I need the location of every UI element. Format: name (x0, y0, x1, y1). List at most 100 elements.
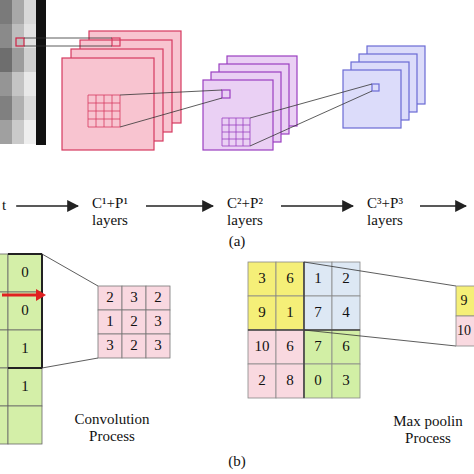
layer-label: C²+P² layers (219, 195, 271, 230)
pool-cell (248, 364, 276, 398)
layer-caption: C¹+P¹ layers (84, 195, 136, 230)
kernel-grid (120, 95, 121, 127)
panel-letter: (a) (229, 233, 246, 250)
output-cell (98, 286, 122, 310)
receptive-field (112, 38, 120, 46)
feature-map (343, 70, 401, 128)
input-pixel (0, 120, 12, 144)
output-cell (146, 334, 170, 358)
pool-cell (248, 330, 276, 364)
input-cell (8, 406, 42, 444)
slide-arrow (2, 294, 40, 297)
output-cell (98, 310, 122, 334)
flow-arrow (281, 205, 353, 207)
input-pixel (0, 96, 12, 120)
output-cell (122, 334, 146, 358)
process-label: Max poolin Process (388, 413, 468, 448)
outgoing-arrow (420, 205, 466, 207)
kernel-grid (250, 118, 251, 146)
kernel-grid (243, 118, 244, 146)
pool-cell (304, 262, 332, 296)
pool-cell (332, 296, 360, 330)
output-cell (98, 334, 122, 358)
cell-value: 2 (342, 270, 350, 287)
feature-map (62, 58, 154, 150)
cell-value: 3 (258, 270, 266, 287)
input-pixel (12, 72, 24, 96)
cell-value: 1 (106, 313, 114, 330)
input-pixel (12, 0, 24, 24)
input-cell (0, 368, 8, 406)
kernel-grid (88, 119, 120, 120)
pool-cell (304, 330, 332, 364)
cell-value: 3 (106, 337, 114, 354)
pool-cell (332, 364, 360, 398)
layer-caption: C³+P³ layers (359, 195, 411, 230)
input-pixel (0, 48, 12, 72)
projection-line (120, 90, 222, 95)
receptive-field (372, 84, 379, 91)
input-pixel (0, 72, 12, 96)
cell-value: 2 (258, 372, 266, 389)
input-pixel (24, 48, 36, 72)
process-label: Convolution Process (66, 411, 158, 446)
cell-value: 4 (342, 304, 350, 321)
cell-value: 10 (457, 323, 471, 339)
window-outline (41, 254, 43, 368)
kernel-grid (222, 139, 250, 140)
pool-cell (304, 296, 332, 330)
input-cell (0, 406, 8, 444)
layer-caption: t (2, 197, 6, 214)
input-pixel (12, 96, 24, 120)
input-cell (0, 330, 8, 368)
pool-cell (276, 330, 304, 364)
cell-value: 6 (286, 338, 294, 355)
input-pixel (24, 96, 36, 120)
cell-value: 10 (255, 338, 270, 355)
output-cell (122, 286, 146, 310)
output-cell (146, 286, 170, 310)
input-pixel (36, 0, 46, 145)
flow-arrow (146, 205, 213, 207)
cell-value: 3 (342, 372, 350, 389)
cell-value: 6 (342, 338, 350, 355)
input-pixel (0, 24, 12, 48)
cell-value: 2 (154, 289, 162, 306)
input-cell (8, 330, 42, 368)
pool-cell (276, 296, 304, 330)
projection-line (120, 98, 222, 127)
layer-label: t (2, 197, 6, 214)
kernel-grid (88, 111, 120, 112)
pool-cell (276, 364, 304, 398)
input-pixel (24, 24, 36, 48)
projection-line (42, 254, 98, 286)
cell-value: 9 (461, 293, 468, 309)
pool-output-cell (456, 316, 474, 346)
flow-arrow (16, 205, 78, 207)
window-outline (8, 367, 42, 369)
pool-output-cell (456, 286, 474, 316)
cell-value: 7 (314, 338, 322, 355)
input-pixel (24, 120, 36, 144)
receptive-field (222, 90, 230, 98)
kernel-grid (222, 132, 250, 133)
input-pixel (24, 72, 36, 96)
projection-line (304, 330, 456, 346)
output-cell (146, 310, 170, 334)
cell-value: 0 (21, 264, 29, 281)
projection-line (250, 84, 372, 118)
output-cell (122, 310, 146, 334)
cell-value: 3 (154, 313, 162, 330)
cell-value: 1 (286, 304, 294, 321)
cell-value: 2 (130, 337, 138, 354)
cell-value: 1 (21, 340, 29, 357)
projection-line (42, 358, 98, 368)
cell-value: 3 (130, 289, 138, 306)
pool-cell (248, 296, 276, 330)
input-pixel (24, 0, 36, 24)
pool-cell (248, 262, 276, 296)
panel-letter: (b) (228, 453, 246, 470)
kernel-grid (112, 95, 113, 127)
input-pixel (12, 120, 24, 144)
